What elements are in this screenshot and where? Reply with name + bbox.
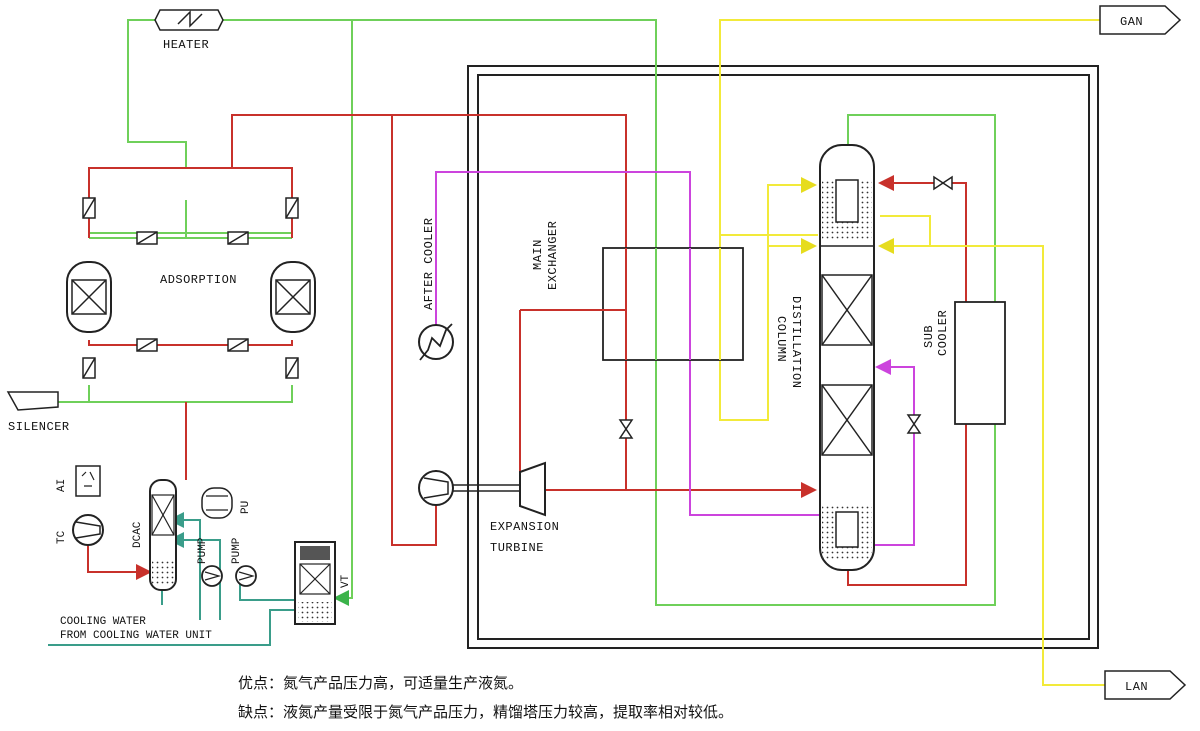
- vt-label: VT: [340, 574, 352, 588]
- expansion-turbine: EXPANSION TURBINE: [490, 461, 559, 555]
- cooling-water-label-1: COOLING WATER: [60, 616, 146, 628]
- silencer: SILENCER: [6, 391, 70, 434]
- gan-label: GAN: [1120, 15, 1143, 29]
- teal-lines: [48, 512, 295, 646]
- distillation-label-1: DISTILLATION: [789, 296, 803, 388]
- dcac-label: DCAC: [132, 521, 144, 548]
- heater: HEATER: [154, 9, 224, 52]
- advantages-note: 优点：氮气产品压力高，可适量生产液氮。: [238, 674, 524, 692]
- vt-tower: VT: [294, 541, 352, 625]
- lan-tag: LAN: [1104, 670, 1187, 700]
- dcac-tower: DCAC: [132, 479, 177, 591]
- sub-cooler-label-1: SUB: [922, 325, 936, 348]
- pump-1-label: PUMP: [197, 537, 209, 564]
- pu-label: PU: [240, 501, 252, 514]
- silencer-label: SILENCER: [8, 420, 70, 434]
- main-exchanger: MAIN EXCHANGER: [520, 221, 744, 361]
- distillation-label-2: COLUMN: [774, 316, 788, 362]
- main-exchanger-label-1: MAIN: [531, 239, 545, 270]
- distillation-column: DISTILLATION COLUMN: [774, 144, 875, 571]
- adsorber-right: [270, 261, 316, 333]
- sub-cooler: SUB COOLER: [922, 301, 1006, 425]
- disadvantages-note: 缺点：液氮产量受限于氮气产品压力，精馏塔压力较高，提取率相对较低。: [238, 703, 734, 721]
- yellow-lines: [719, 19, 1105, 686]
- gan-tag: GAN: [1099, 5, 1182, 35]
- after-cooler: AFTER COOLER: [418, 218, 454, 361]
- pump-2-label: PUMP: [231, 537, 243, 564]
- heater-label: HEATER: [163, 38, 209, 52]
- cold-box: [467, 65, 1099, 649]
- sub-cooler-label-2: COOLER: [936, 310, 950, 356]
- expansion-label-2: TURBINE: [490, 541, 544, 555]
- tc-label: TC: [56, 530, 68, 544]
- ai-instrument: AI: [56, 465, 101, 497]
- valves-adsorption: [82, 197, 299, 379]
- valves-coldbox: [618, 175, 953, 439]
- lan-label: LAN: [1125, 680, 1148, 694]
- adsorber-left: [66, 261, 112, 333]
- booster-compressor: [418, 470, 520, 506]
- cooling-water-label-2: FROM COOLING WATER UNIT: [60, 630, 212, 642]
- tc-compressor: TC: [56, 514, 104, 546]
- ai-label: AI: [56, 479, 68, 492]
- after-cooler-label: AFTER COOLER: [422, 218, 436, 310]
- expansion-label-1: EXPANSION: [490, 520, 559, 534]
- main-exchanger-label-2: EXCHANGER: [546, 221, 560, 290]
- magenta-lines: [435, 171, 915, 546]
- adsorption-label: ADSORPTION: [160, 273, 237, 287]
- pu-unit: PU: [201, 487, 252, 519]
- pumps: PUMP PUMP: [197, 537, 257, 587]
